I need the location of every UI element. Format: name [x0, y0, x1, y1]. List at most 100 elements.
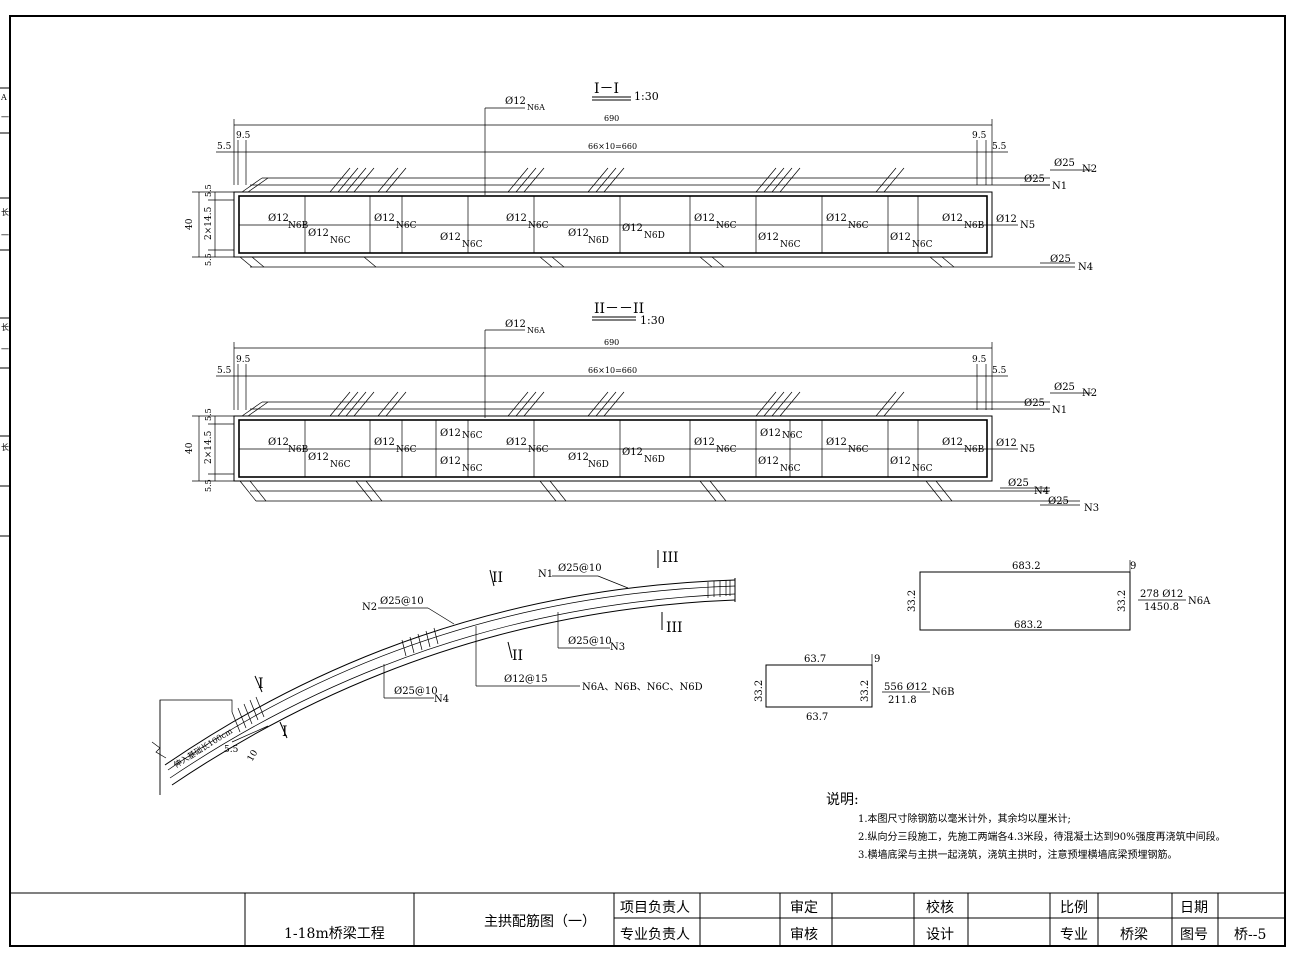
- shape-n6b: 63.7 63.7 33.2 33.2 9 556 Ø12 211.8 N6B: [754, 654, 954, 723]
- tb-design: 设计: [926, 927, 954, 943]
- shape-hook: 9: [874, 654, 880, 665]
- section-scale: 1:30: [640, 314, 665, 327]
- shape-tag: N6A: [1188, 596, 1211, 607]
- elev-tag: N3: [610, 642, 625, 653]
- section-title: II－－II: [594, 301, 644, 317]
- section-scale: 1:30: [634, 90, 659, 103]
- dim-bottom: 5.5: [204, 479, 213, 492]
- elev-dim-end: 10: [246, 748, 261, 763]
- bar-label-dia: Ø12: [440, 456, 461, 467]
- bar-label-tag: N6B: [288, 445, 309, 455]
- section-2: II－－II 1:30 Ø12 N6A 690 66×10=660 9.5 5.…: [185, 301, 1099, 514]
- dim-left-edge: 9.5: [236, 355, 251, 365]
- bar-label-dia: Ø12: [826, 437, 847, 448]
- stirrup-dividers: [304, 196, 919, 253]
- bar-label-dia: Ø12: [826, 213, 847, 224]
- bar-label-tag: N4: [1078, 262, 1093, 273]
- shape-length: 1450.8: [1144, 602, 1179, 613]
- dim-mid: 2×14.5: [204, 430, 214, 464]
- notes: 说明: 1.本图尺寸除钢筋以毫米计外，其余均以厘米计; 2.纵向分三段施工，先施…: [826, 792, 1226, 861]
- dim-left-edge: 9.5: [236, 131, 251, 141]
- elev-tag: N4: [434, 694, 449, 705]
- bar-label-tag: N6D: [644, 455, 665, 465]
- bar-label-dia: Ø12: [268, 437, 289, 448]
- dim-spacing: 66×10=660: [588, 142, 637, 151]
- bar-label-tag: N6D: [588, 460, 609, 470]
- bar-label-tag: N6B: [964, 445, 985, 455]
- side-strip-text: 长: [1, 442, 9, 452]
- side-strip-text: 一: [1, 345, 9, 354]
- bar-label-tag: N2: [1082, 164, 1097, 175]
- bar-label-tag: N6C: [462, 240, 483, 250]
- dim-total: 690: [604, 338, 619, 347]
- drawing-title: 主拱配筋图（一）: [484, 913, 596, 930]
- side-strip-text: 一: [1, 231, 9, 240]
- tb-discipline-label: 专业: [1060, 927, 1088, 943]
- bar-label-tag: N3: [1084, 503, 1099, 514]
- bar-label-dia: Ø25: [1008, 478, 1029, 489]
- bar-label-dia: Ø12: [758, 232, 779, 243]
- shape-tag: N6B: [932, 687, 954, 698]
- row-lower-labels: Ø12 N6C Ø12 N6C Ø12 N6D Ø12 N6C Ø12 N6C: [308, 228, 933, 250]
- title-block: 1-18m桥梁工程 主拱配筋图（一） 项目负责人 专业负责人 审定 审核 校核 …: [10, 892, 1285, 946]
- bar-label-dia: Ø12: [996, 438, 1017, 449]
- side-strip-text: 长: [1, 207, 9, 217]
- bar-label-tag: N5: [1020, 220, 1035, 231]
- bar-label-dia: Ø12: [506, 213, 527, 224]
- bar-label-tag: N1: [1052, 181, 1067, 192]
- section-title: I－I: [594, 81, 619, 97]
- tb-drawing-no-label: 图号: [1180, 927, 1208, 943]
- shape-dim: 683.2: [1014, 620, 1043, 631]
- shape-dim: 63.7: [806, 712, 828, 723]
- bar-label-dia: Ø25: [1050, 254, 1071, 265]
- bar-label-tag: N6A: [527, 103, 545, 112]
- dim-bottom: 5.5: [204, 253, 213, 266]
- dim-spacing: 66×10=660: [588, 366, 637, 375]
- dim-top: 5.5: [204, 184, 213, 197]
- row-upper-labels: Ø12 N6B Ø12 N6C Ø12 N6C Ø12 N6C Ø12 N6D …: [268, 428, 985, 465]
- shape-dim: 33.2: [860, 680, 871, 702]
- tb-check: 校核: [926, 899, 954, 916]
- shape-dim: 33.2: [754, 680, 765, 702]
- bar-label-dia: Ø12: [622, 223, 643, 234]
- shape-count: 278 Ø12: [1140, 589, 1183, 600]
- tb-date-label: 日期: [1180, 900, 1208, 916]
- stirrup-outline: [238, 419, 988, 478]
- bar-label-dia: Ø12: [942, 437, 963, 448]
- bar-label-dia: Ø12: [996, 214, 1017, 225]
- bar-label-dia: Ø25: [1024, 398, 1045, 409]
- bar-label-tag: N6C: [716, 221, 737, 231]
- dim-left-cover: 5.5: [217, 142, 232, 152]
- shape-n6a: 683.2 683.2 33.2 33.2 9 278 Ø12 1450.8 N…: [907, 560, 1211, 631]
- bar-label-tag: N6C: [848, 445, 869, 455]
- tb-drawing-no: 桥--5: [1234, 927, 1266, 943]
- shape-length: 211.8: [888, 695, 917, 706]
- bar-label-dia: Ø25: [1054, 158, 1075, 169]
- bar-label-tag: N2: [1082, 388, 1097, 399]
- hatch-bottom: [239, 256, 955, 268]
- cut-mark: I: [282, 724, 288, 740]
- bar-label-tag: N6D: [588, 236, 609, 246]
- section-1: I－I 1:30 Ø12 N6A 690 66×10=660 9.5 5.5 9…: [185, 81, 1097, 273]
- tb-approve: 审定: [790, 900, 818, 916]
- bar-label-tag: N6C: [396, 445, 417, 455]
- tb-project-lead: 项目负责人: [620, 900, 690, 916]
- arch-elevation: 伸入基础长100cm I I II II III III N1 Ø25@10 N…: [151, 550, 736, 795]
- tb-discipline-value: 桥梁: [1120, 927, 1148, 943]
- sheet-frame: A 一 长 一 长 一 长: [0, 15, 1286, 947]
- bar-label-tag: N1: [1052, 405, 1067, 416]
- dim-left-cover: 5.5: [217, 366, 232, 376]
- bar-label-tag: N6C: [528, 445, 549, 455]
- notes-title: 说明:: [826, 792, 859, 808]
- stirrup-outline: [238, 195, 988, 254]
- bar-label-dia: Ø12: [268, 213, 289, 224]
- section-outline: [233, 415, 993, 482]
- row-upper-labels: Ø12 N6B Ø12 N6C Ø12 N6C Ø12 N6D Ø12 N6C …: [268, 213, 985, 241]
- bar-label-tag: N6B: [288, 221, 309, 231]
- bar-label-dia: Ø12: [505, 319, 526, 330]
- bar-label-tag: N6C: [462, 431, 483, 441]
- bar-label-dia: Ø25: [1054, 382, 1075, 393]
- note-item: 2.纵向分三段施工，先施工两端各4.3米段，待混凝土达到90%强度再浇筑中间段。: [858, 830, 1226, 843]
- dim-height: 40: [185, 442, 195, 454]
